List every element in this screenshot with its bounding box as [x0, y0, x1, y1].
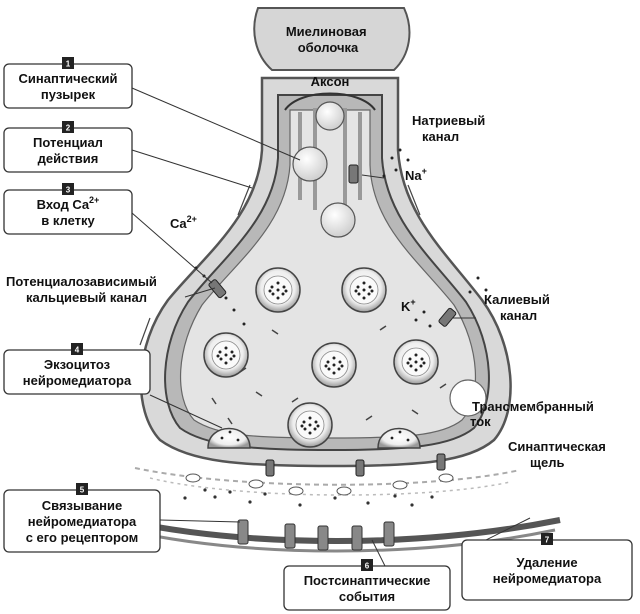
active-zone-channel [265, 459, 275, 477]
axon-arch [284, 92, 376, 111]
receptor [284, 523, 296, 549]
step-label-line: пузырек [41, 87, 96, 102]
step-number: 5 [80, 486, 85, 495]
step-label-line: нейромедиатора [23, 373, 132, 388]
myelin-label: Миелиновая оболочка [286, 24, 370, 55]
step-label-line: Потенциал [33, 135, 103, 150]
synaptic-vesicle [287, 402, 333, 448]
axon-label: Аксон [311, 74, 350, 89]
transmembrane-label: Трансмембранный ток [470, 399, 597, 429]
membrane-channels [208, 164, 457, 477]
synaptic-vesicle [393, 339, 439, 385]
step-label-line: события [339, 589, 395, 604]
step-number-badge [71, 343, 83, 355]
step-number-badge [541, 533, 553, 545]
step-label-line: Вход Ca2+ [37, 195, 100, 212]
axon-vesicles [292, 101, 356, 238]
receptors [237, 519, 395, 551]
voltage-ca-channel-label: Потенциалозависимый кальциевый канал [6, 274, 161, 305]
axon-vesicle [315, 101, 345, 131]
step-label-line: Связывание [42, 498, 122, 513]
synaptic-vesicle [311, 342, 357, 388]
step-label-line: с его рецептором [26, 530, 139, 545]
step-number-badge [76, 483, 88, 495]
receptor [383, 521, 395, 547]
calcium-ion-label: Ca2+ [170, 214, 197, 231]
axon-vesicle [292, 146, 328, 182]
active-zone-channel [436, 453, 446, 471]
step-label-line: Синаптический [19, 71, 118, 86]
cleft-neurotransmitter [183, 488, 434, 507]
step-number: 2 [66, 124, 71, 133]
transmembrane-current-region [449, 379, 487, 417]
step-number-badge [62, 121, 74, 133]
cleft-vesicle-fragments [185, 473, 454, 496]
postsynaptic-membrane [119, 467, 561, 553]
potassium-channel-label: Калиевый канал [484, 292, 554, 323]
receptor [351, 525, 363, 551]
cleft-label: Синаптическая щель [508, 439, 609, 470]
step-number-badge [62, 57, 74, 69]
step-label-line: Удаление [516, 555, 577, 570]
potassium-ion-label: K+ [401, 297, 416, 314]
exocytosis-vesicles [207, 427, 421, 449]
receptor [317, 525, 329, 551]
step-label-line: Постсинаптические [304, 573, 431, 588]
sodium-channel-label: Натриевый канал [412, 113, 489, 144]
synaptic-vesicle [255, 267, 301, 313]
sodium-channel [348, 164, 359, 184]
step-number-badge [62, 183, 74, 195]
myelin-sheath [253, 7, 411, 71]
leader-lines [131, 87, 531, 567]
step-number: 3 [66, 186, 71, 195]
sodium-ion-label: Na+ [405, 166, 427, 183]
step-number: 7 [545, 536, 550, 545]
synaptic-vesicles [203, 267, 439, 448]
step-number: 6 [365, 562, 370, 571]
free-labels: Миелиновая оболочка Аксон Натриевый кана… [6, 24, 609, 470]
calcium-channel [208, 279, 227, 299]
step-number-badge [361, 559, 373, 571]
receptor [237, 519, 249, 545]
step-label-line: в клетку [41, 213, 95, 228]
step-label-line: нейромедиатора [493, 571, 602, 586]
step-number: 4 [75, 346, 80, 355]
active-zone-channel [355, 459, 365, 477]
step-label-line: действия [38, 151, 99, 166]
step-number: 1 [66, 60, 71, 69]
step-label-line: Экзоцитоз [44, 357, 111, 372]
potassium-channel [438, 307, 457, 327]
axon-vesicle [320, 202, 356, 238]
synaptic-vesicle [341, 267, 387, 313]
step-label-line: нейромедиатора [28, 514, 137, 529]
synaptic-vesicle [203, 332, 249, 378]
flow-arrows [139, 184, 421, 346]
